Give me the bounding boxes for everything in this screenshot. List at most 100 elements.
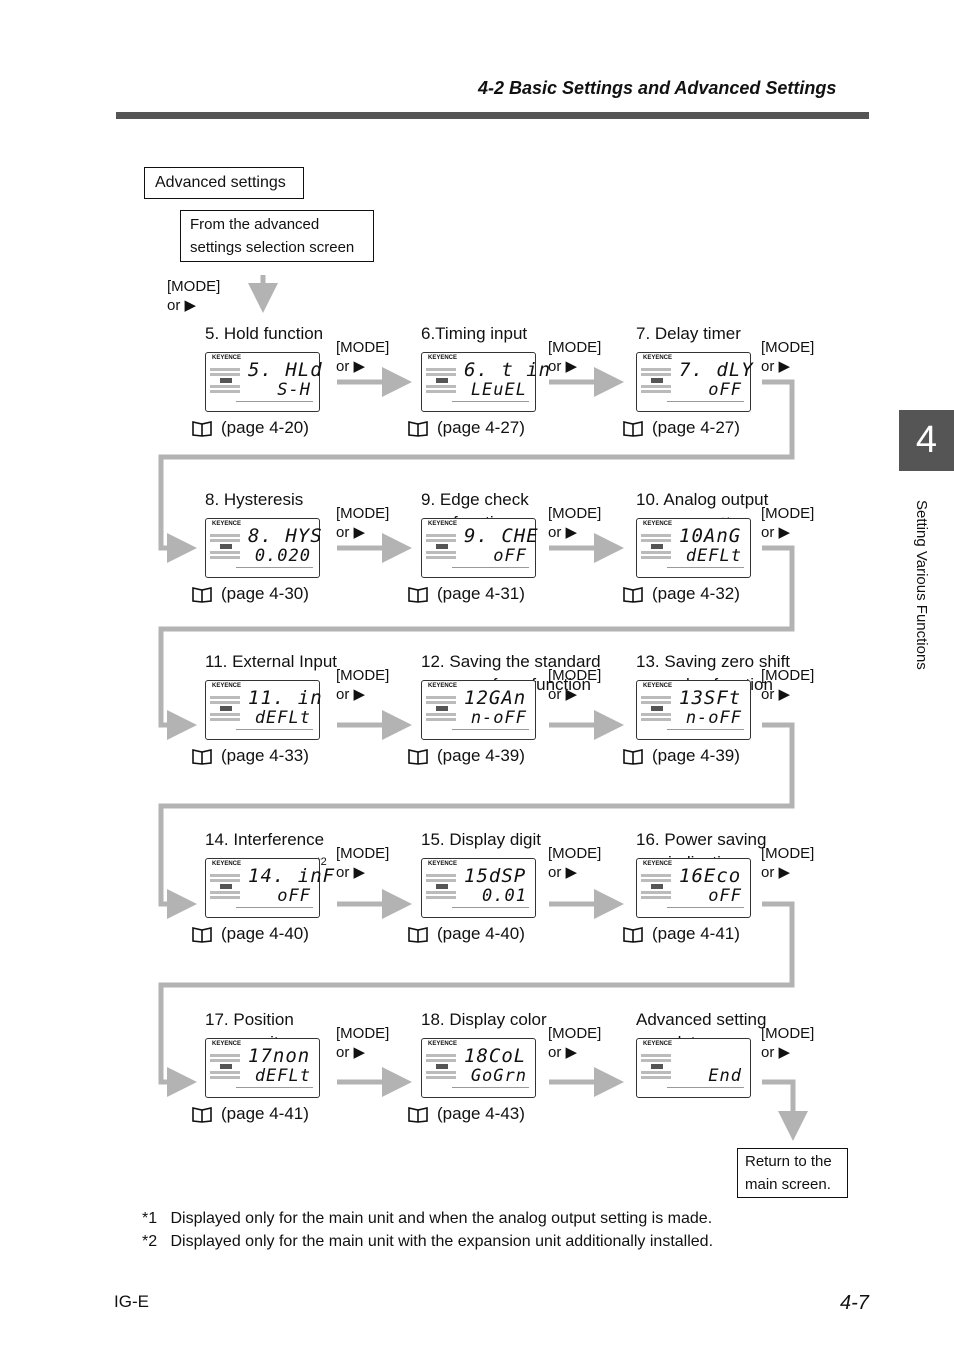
display-upper: 5. HLd [248,359,323,381]
mode-label: [MODE]or ▶ [761,666,814,704]
display-footer [236,567,313,574]
step-title: 6.Timing input [421,322,527,345]
book-icon [623,927,643,943]
display-lower: dEFLt [685,546,742,566]
mode-label: [MODE] or ▶ [548,1024,601,1062]
indicator-panel [210,1052,240,1080]
page-reference: (page 4-32) [622,584,740,604]
brand-logo: KEYENCE [643,355,673,361]
page-reference-text: (page 4-32) [652,584,740,603]
advanced-settings-label: Advanced settings [144,167,304,199]
display-footer [667,401,744,408]
indicator-panel [210,872,240,900]
mode-line-1: [MODE] [336,505,390,522]
indicator-panel [210,694,240,722]
page-reference: (page 4-43) [407,1104,525,1124]
book-icon [408,587,428,603]
display-upper: 8. HYS [248,525,323,547]
display-upper: 17non [248,1045,311,1067]
footnote-2: *2 Displayed only for the main unit with… [142,1233,713,1251]
indicator-panel [426,1052,456,1080]
page-reference-text: (page 4-39) [652,746,740,765]
from-selection-note: From the advanced settings selection scr… [180,210,374,262]
display-footer [236,907,313,914]
indicator-panel [426,366,456,394]
page-reference: (page 4-27) [407,418,525,438]
mode-line-1: [MODE] [548,1025,602,1042]
mode-label: [MODE]or ▶ [761,1024,814,1062]
page-reference-text: (page 4-40) [437,924,525,943]
brand-logo: KEYENCE [212,521,242,527]
step-title-line-1: 18. Display color [421,1010,547,1029]
book-icon [408,1107,428,1123]
mode-line-2: or ▶ [167,297,197,314]
mode-line-1: [MODE] [336,667,390,684]
mode-line-1: [MODE] [548,505,602,522]
indicator-panel [210,366,240,394]
page-reference: (page 4-41) [191,1104,309,1124]
mode-label: [MODE]or ▶ [548,504,601,542]
book-icon [192,927,212,943]
chapter-tab: 4 [899,410,954,471]
display-lower: End [708,1066,742,1086]
page-reference: (page 4-39) [622,746,740,766]
brand-logo: KEYENCE [643,521,673,527]
step-title-line-1: 10. Analog output [636,490,769,509]
page-reference-text: (page 4-40) [221,924,309,943]
display-upper: 15dSP [464,865,527,887]
step-title-line-1: 17. Position [205,1010,294,1029]
mode-line-2: or ▶ [336,686,366,703]
display-footer [667,1087,744,1094]
mode-label: [MODE]or ▶ [548,338,601,376]
footnote-1: *1 Displayed only for the main unit and … [142,1210,712,1228]
step-title: 15. Display digit [421,828,541,851]
mode-line-1: [MODE] [761,1025,815,1042]
indicator-panel [426,532,456,560]
brand-logo: KEYENCE [428,861,458,867]
display-lower: oFF [493,546,527,566]
display-lower: n-oFF [470,708,527,728]
book-icon [192,1107,212,1123]
mode-line-1: [MODE] [548,845,602,862]
page-reference: (page 4-39) [407,746,525,766]
page-reference-text: (page 4-43) [437,1104,525,1123]
mode-label: [MODE]or ▶ [336,504,389,542]
page-reference-text: (page 4-31) [437,584,525,603]
mode-line-2: or ▶ [548,864,578,881]
display-lower: S-H [277,380,311,400]
footnote-mark: *1 [142,1210,158,1227]
display-lower: LEuEL [470,380,527,400]
display-upper: 16Eco [679,865,742,887]
display-lower: n-oFF [685,708,742,728]
header-rule [116,112,869,119]
step-title-line-1: 9. Edge check [421,490,529,509]
book-icon [623,587,643,603]
display-footer [667,567,744,574]
mode-line-1: [MODE] [761,845,815,862]
display-lower: oFF [277,886,311,906]
mode-line-1: [MODE] [167,278,221,295]
display-footer [236,729,313,736]
brand-logo: KEYENCE [428,521,458,527]
book-icon [192,749,212,765]
display-upper: 7. dLY [679,359,754,381]
footnote-text: Displayed only for the main unit and whe… [170,1210,713,1227]
step-title: 8. Hysteresis [205,488,303,511]
book-icon [408,927,428,943]
page-reference: (page 4-27) [622,418,740,438]
display-upper: 18CoL [464,1045,527,1067]
brand-logo: KEYENCE [212,861,242,867]
mode-label: [MODE]or ▶ [761,338,814,376]
display-lower: oFF [708,380,742,400]
mode-line-2: or ▶ [548,1044,578,1061]
page-reference: (page 4-33) [191,746,309,766]
display-upper: 11. in [248,687,323,709]
display-footer [452,907,529,914]
